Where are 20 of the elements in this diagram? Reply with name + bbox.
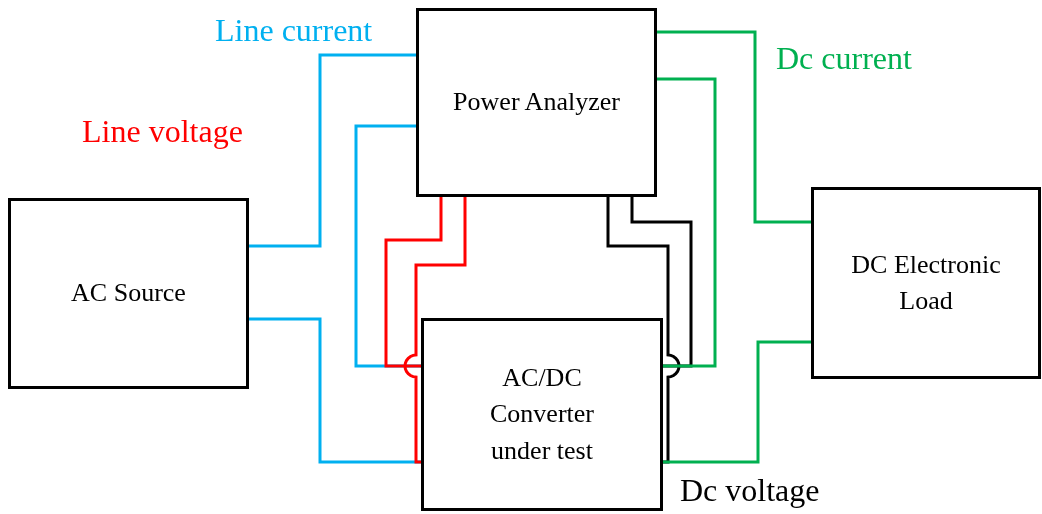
process-box [421,318,663,511]
wire [663,340,811,464]
signal-label: Dc voltage [680,474,820,506]
process-box [416,8,657,197]
signal-label: Line current [215,14,373,46]
box-label: AC Source [71,277,186,310]
wire [606,197,681,464]
box-label: DC Electronic Load [850,248,1002,317]
wire [657,30,811,224]
wire [249,53,416,248]
box-label: Power Analyzer [453,86,620,119]
signal-label: Dc current [776,42,912,74]
wire [384,197,443,368]
wire [657,77,717,368]
process-box [811,187,1041,379]
box-label: AC/DC Converter under test [489,361,595,467]
wire [403,197,467,464]
signal-label: Line voltage [82,115,243,147]
process-box [8,198,249,389]
wire [630,197,693,368]
